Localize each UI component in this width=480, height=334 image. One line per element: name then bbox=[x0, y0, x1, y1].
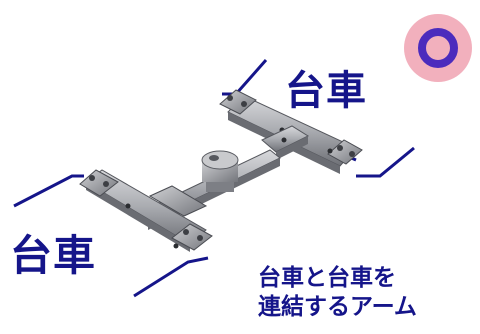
arm-caption: 台車と台車を 連結するアーム bbox=[258, 264, 417, 322]
left-cart bbox=[79, 169, 213, 252]
swivel-hub bbox=[201, 150, 239, 192]
top-cross-bracket bbox=[261, 125, 310, 160]
correct-circle-ring bbox=[418, 28, 458, 68]
bracket-line-left-lower bbox=[133, 256, 209, 298]
arm-caption-line2: 連結するアーム bbox=[258, 294, 417, 320]
arm-caption-line1: 台車と台車を bbox=[258, 265, 396, 291]
correct-circle-icon bbox=[404, 14, 472, 82]
bracket-line-top-left bbox=[222, 59, 268, 96]
left-cart-label: 台車 bbox=[10, 231, 97, 280]
top-cart-label: 台車 bbox=[285, 68, 367, 114]
bracket-line-top-right bbox=[356, 146, 415, 178]
bracket-line-left-upper bbox=[13, 174, 84, 208]
